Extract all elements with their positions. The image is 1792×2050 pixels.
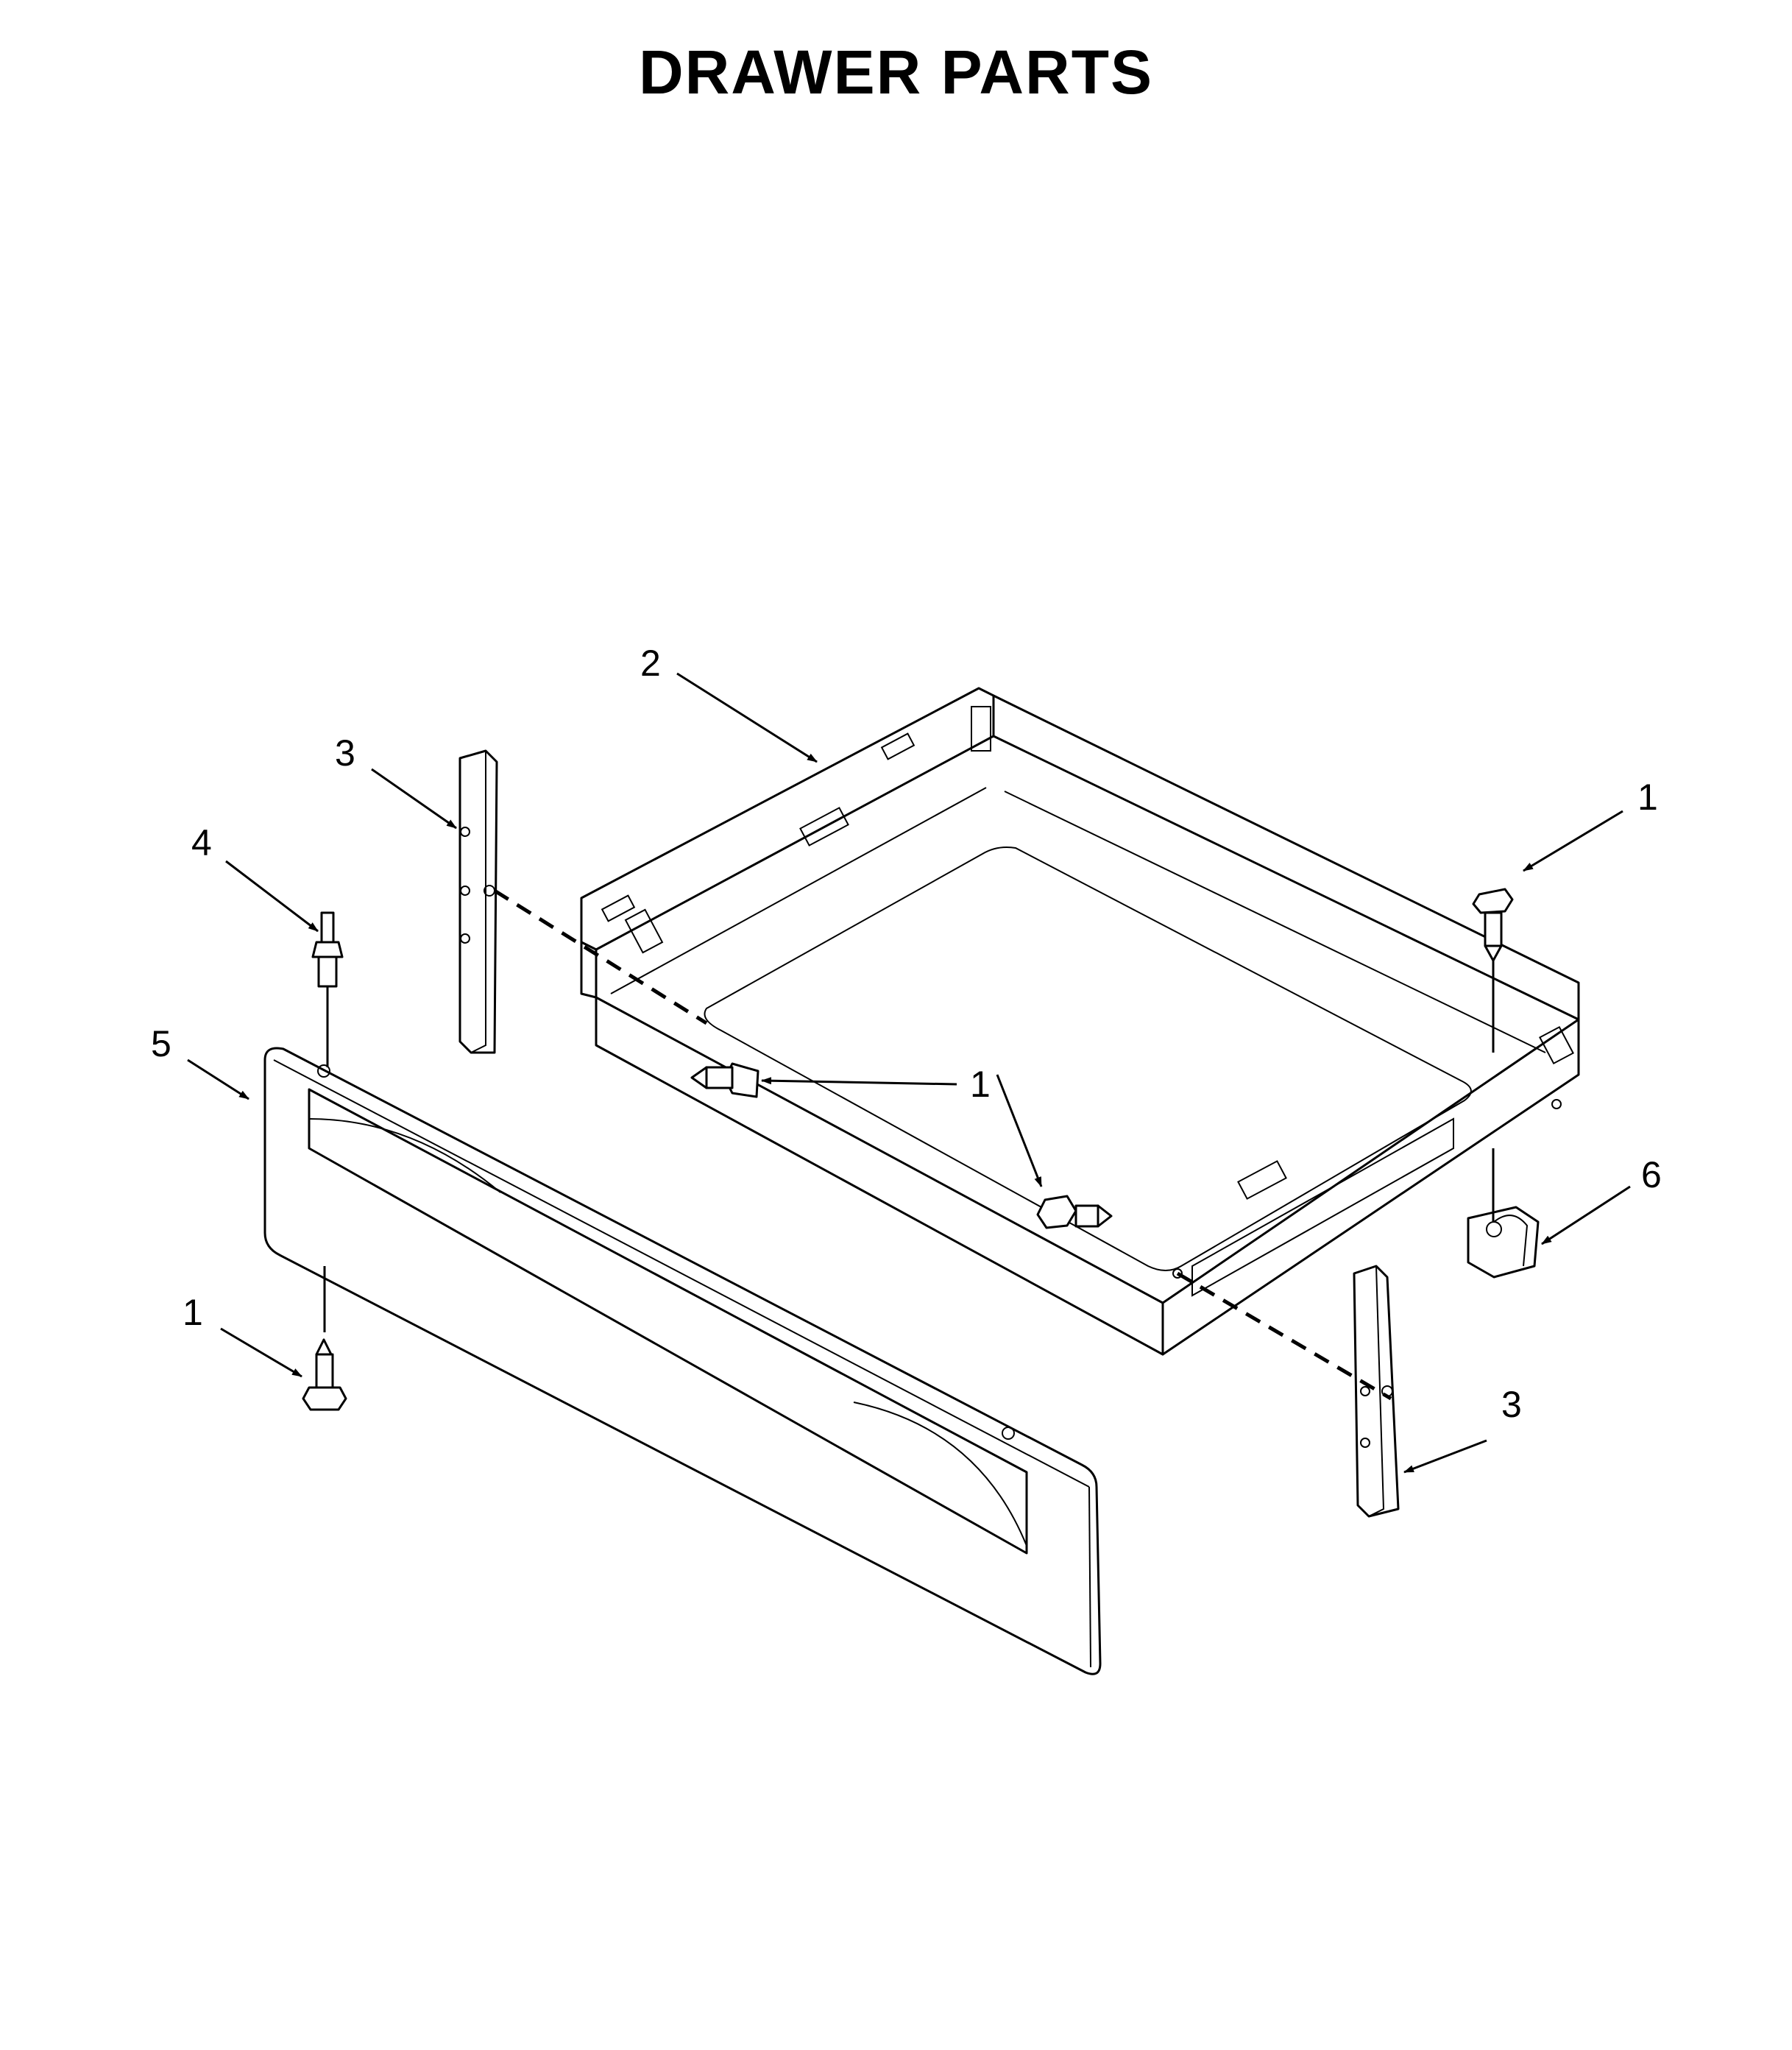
leader-1-center bbox=[761, 1077, 957, 1086]
alignment-line-right bbox=[1176, 1271, 1392, 1401]
callout-5: 5 bbox=[151, 1023, 171, 1064]
callout-3-right: 3 bbox=[1501, 1384, 1522, 1425]
drawer-body bbox=[580, 687, 1580, 1356]
drawer-glide-right bbox=[1353, 1265, 1400, 1518]
screw-center-rear bbox=[690, 1062, 759, 1098]
bracket-clip-part-6 bbox=[1467, 1206, 1540, 1279]
leader-3-left bbox=[371, 768, 457, 830]
callout-2: 2 bbox=[640, 643, 661, 684]
callout-3-left: 3 bbox=[335, 732, 355, 774]
screw-panel-bottom bbox=[302, 1338, 347, 1411]
drawer-stop-part-4 bbox=[311, 911, 344, 988]
leader-2 bbox=[676, 672, 818, 763]
screw-right-top bbox=[1472, 888, 1514, 962]
screw-center-front bbox=[1036, 1195, 1113, 1229]
leader-4 bbox=[225, 860, 319, 933]
drawer-glide-left bbox=[458, 749, 498, 1054]
leader-6 bbox=[1541, 1185, 1631, 1245]
leader-1-bottom-mid bbox=[996, 1074, 1043, 1187]
page-title: DRAWER PARTS bbox=[638, 38, 1154, 107]
drawer-front-panel bbox=[263, 1047, 1102, 1675]
alignment-line-left bbox=[493, 888, 708, 1025]
leader-3-right bbox=[1403, 1439, 1487, 1474]
leader-1-left bbox=[220, 1327, 302, 1378]
callout-1-right-top: 1 bbox=[1637, 777, 1658, 818]
leader-1-right-top bbox=[1523, 810, 1623, 872]
callout-1-center: 1 bbox=[970, 1064, 991, 1105]
callout-6: 6 bbox=[1641, 1154, 1662, 1195]
callout-1-left: 1 bbox=[183, 1292, 203, 1333]
leader-5 bbox=[187, 1058, 249, 1100]
callout-4: 4 bbox=[191, 822, 212, 863]
